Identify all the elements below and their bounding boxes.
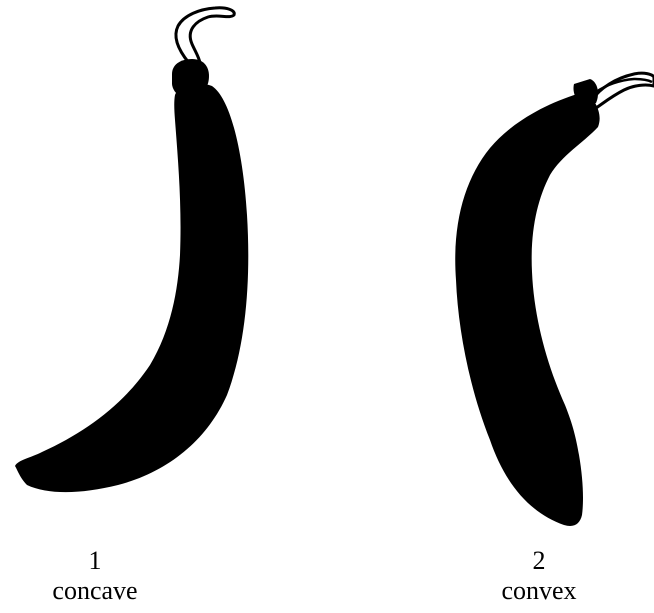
pod-2-body xyxy=(455,92,599,526)
pod-2-convex xyxy=(455,73,654,526)
pod-2-stem xyxy=(592,73,654,108)
pod-1-stem xyxy=(176,8,234,63)
pod-1-body xyxy=(15,84,248,493)
item-1-label: concave xyxy=(15,576,175,606)
item-2-label: convex xyxy=(459,576,619,606)
pod-1-concave xyxy=(15,8,248,492)
item-2-number: 2 xyxy=(459,546,619,576)
item-1-number: 1 xyxy=(15,546,175,576)
caption-1: 1 concave xyxy=(15,546,175,606)
caption-2: 2 convex xyxy=(459,546,619,606)
